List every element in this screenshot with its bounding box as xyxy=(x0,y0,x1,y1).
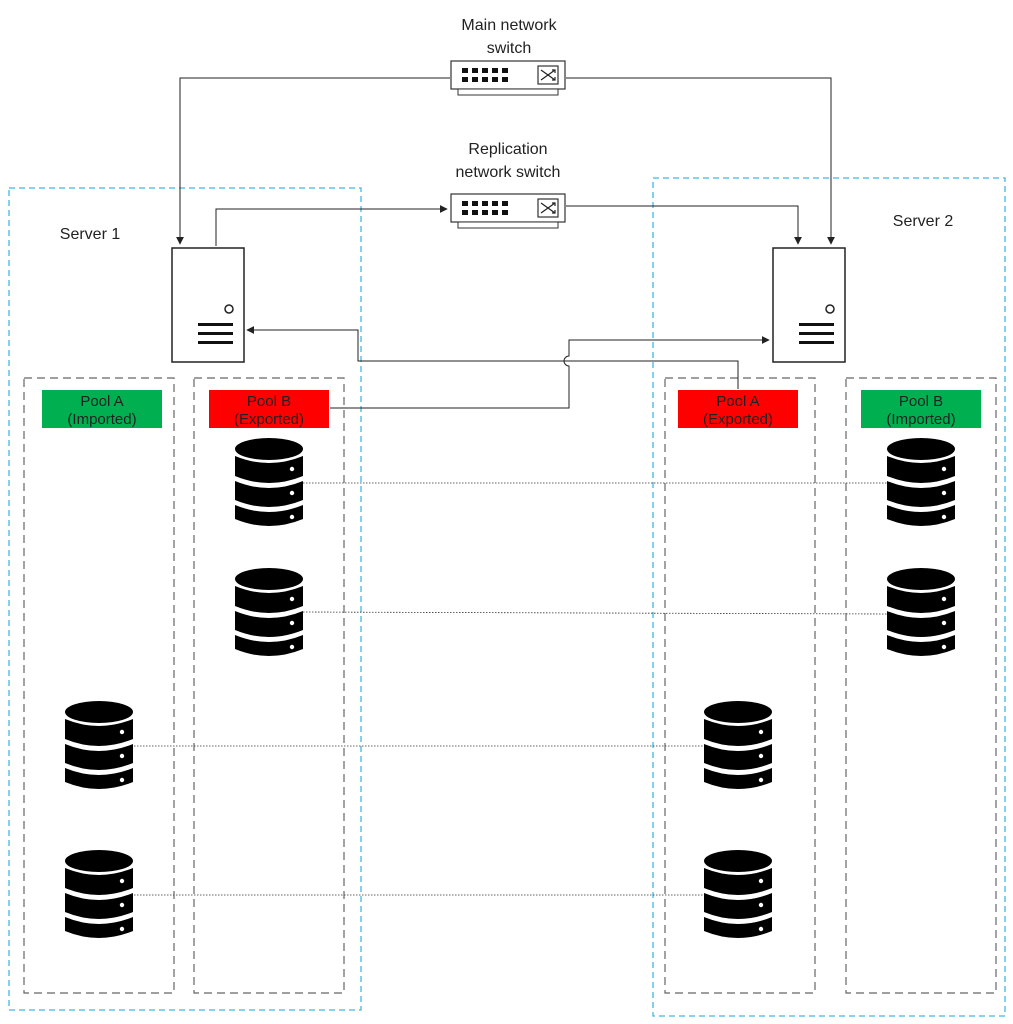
pool-boundary-s2-a xyxy=(664,377,816,994)
pool-badge-name: Pool A xyxy=(716,393,759,410)
pool-badge-s2-b: Pool B (Imported) xyxy=(861,390,981,428)
link-server2-pool-a-to-server1 xyxy=(246,326,739,389)
replication-switch-label-line2: network switch xyxy=(456,164,561,181)
pool-badge-name: Pool A xyxy=(80,393,123,410)
pool-boundary-s1-a xyxy=(23,377,175,994)
pool-badge-name: Pool B xyxy=(899,393,943,410)
pool-badge-bg xyxy=(861,390,981,428)
disk-icon xyxy=(65,701,133,789)
pool-badge-status: (Exported) xyxy=(234,411,304,428)
server2-boundary xyxy=(652,177,1006,1017)
disk-link-2 xyxy=(302,611,888,615)
replication-switch-icon xyxy=(450,193,566,229)
disk-icon xyxy=(887,438,955,526)
pool-badge-name: Pool B xyxy=(247,393,291,410)
pool-badge-status: (Imported) xyxy=(67,411,136,428)
link-main-switch-server1 xyxy=(176,77,450,245)
server1-icon xyxy=(171,247,245,363)
server2-icon xyxy=(772,247,846,363)
link-server1-replication-switch xyxy=(215,205,448,246)
pool-boundary-s2-b xyxy=(845,377,997,994)
main-switch-label: Main network xyxy=(461,17,557,34)
disk-icon xyxy=(235,438,303,526)
main-switch-label-line2: switch xyxy=(487,40,531,57)
disk-icon xyxy=(887,568,955,656)
disk-icon xyxy=(235,568,303,656)
link-server1-pool-b-to-server2 xyxy=(330,336,770,409)
main-switch-icon xyxy=(450,60,566,96)
replication-switch-label: Replication xyxy=(468,141,547,158)
pool-badge-s2-a: Pool A (Exported) xyxy=(678,390,798,428)
pool-badge-bg xyxy=(209,390,329,428)
pool-badge-bg xyxy=(42,390,162,428)
server1-label: Server 1 xyxy=(60,226,121,243)
disk-icon xyxy=(65,850,133,938)
server1-boundary xyxy=(8,187,362,1011)
link-replication-switch-server2 xyxy=(566,205,802,245)
pool-badge-s1-a: Pool A (Imported) xyxy=(42,390,162,428)
pool-badge-bg xyxy=(678,390,798,428)
pool-badge-status: (Exported) xyxy=(703,411,773,428)
server2-label: Server 2 xyxy=(893,213,954,230)
pool-boundary-s1-b xyxy=(193,377,345,994)
link-main-switch-server2 xyxy=(566,77,835,245)
disk-icon xyxy=(704,701,772,789)
pool-badge-s1-b: Pool B (Exported) xyxy=(209,390,329,428)
disk-icon xyxy=(704,850,772,938)
pool-badge-status: (Imported) xyxy=(886,411,955,428)
